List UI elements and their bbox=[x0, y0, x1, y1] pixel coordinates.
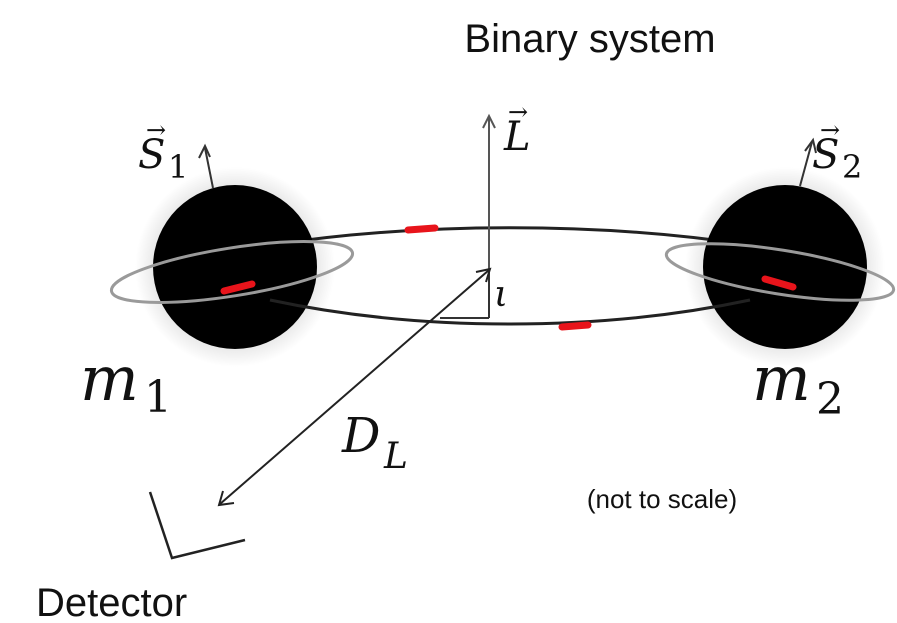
spin-ring-2 bbox=[664, 242, 896, 302]
distance-label: D L bbox=[341, 408, 408, 477]
spin-1-arrow bbox=[198, 143, 214, 189]
angular-momentum-label: → L bbox=[503, 98, 531, 160]
mass-2-symbol: m bbox=[752, 342, 811, 415]
motion-marker-body-2 bbox=[761, 275, 797, 291]
distance-subscript: L bbox=[383, 436, 408, 477]
spin-2-label: → S 2 bbox=[812, 116, 862, 186]
motion-marker-orbit-front bbox=[558, 321, 592, 331]
angular-momentum-symbol: L bbox=[503, 114, 531, 160]
distance-symbol: D bbox=[341, 408, 380, 464]
detector-label: Detector bbox=[36, 581, 187, 623]
mass-1-symbol: m bbox=[80, 342, 139, 415]
angular-momentum-vector-arrow: → bbox=[508, 98, 528, 126]
scale-note: (not to scale) bbox=[587, 484, 737, 514]
spin-2-arrow bbox=[799, 137, 817, 187]
spin-1-vector-arrow: → bbox=[146, 116, 166, 144]
mass-2-subscript: 2 bbox=[816, 374, 844, 425]
mass-2-label: m 2 bbox=[752, 342, 844, 425]
spin-2-subscript: 2 bbox=[842, 148, 862, 186]
line-of-sight-arrow bbox=[217, 267, 492, 507]
spin-2-vector-arrow: → bbox=[820, 116, 840, 144]
inclination-label: ι bbox=[494, 274, 508, 315]
body-1 bbox=[153, 185, 317, 349]
inclination-angle-marker bbox=[440, 272, 490, 319]
mass-1-label: m 1 bbox=[80, 342, 172, 423]
body-2 bbox=[703, 185, 867, 349]
orbit-front bbox=[269, 298, 751, 326]
spin-1-symbol: S bbox=[138, 132, 165, 178]
spin-2-symbol: S bbox=[812, 132, 839, 178]
angular-momentum-arrow bbox=[482, 113, 496, 272]
motion-marker-body-1 bbox=[220, 280, 256, 295]
detector-shape bbox=[148, 491, 246, 560]
diagram-title: Binary system bbox=[464, 17, 715, 61]
spin-ring-1 bbox=[109, 240, 355, 304]
spin-1-subscript: 1 bbox=[168, 148, 188, 186]
mass-1-subscript: 1 bbox=[144, 372, 172, 423]
motion-marker-orbit-back bbox=[404, 224, 439, 234]
orbit-back bbox=[269, 226, 751, 247]
spin-1-label: → S 1 bbox=[138, 116, 188, 186]
